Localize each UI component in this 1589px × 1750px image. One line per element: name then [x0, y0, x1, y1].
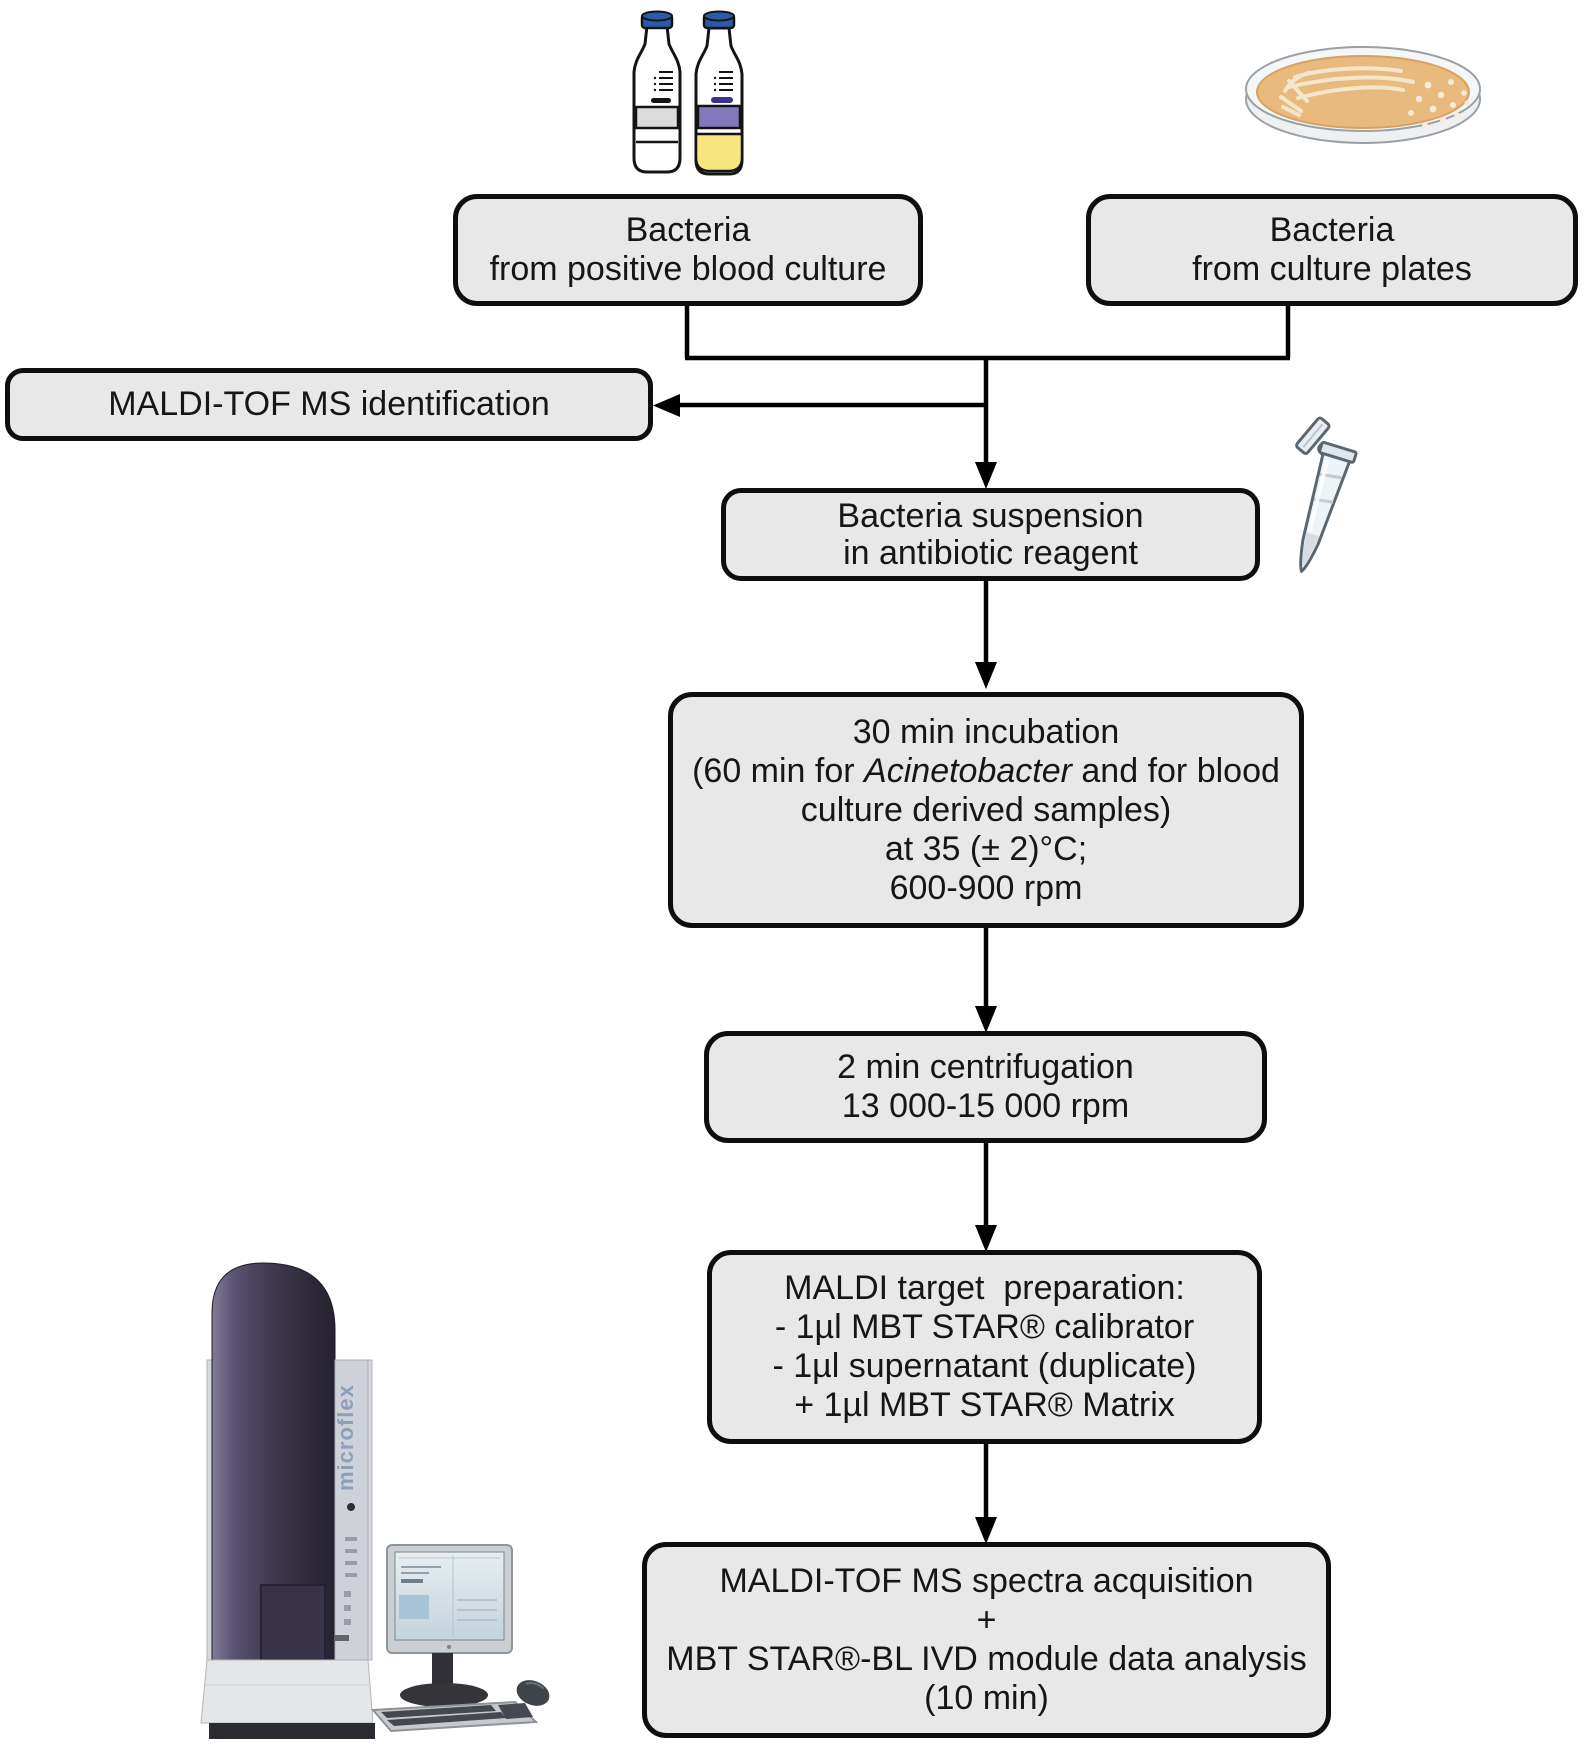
step-incubation: 30 min incubation (60 min for Acinetobac…	[668, 692, 1304, 928]
instrument-brand-label: microflex	[333, 1384, 358, 1491]
microcentrifuge-tube-icon	[1295, 416, 1358, 574]
instrument-base	[200, 1659, 374, 1724]
box-line: MBT STAR®-BL IVD module data analysis	[666, 1640, 1307, 1678]
box-line: Bacteria	[1269, 211, 1395, 249]
arrowhead-down-icon	[975, 1006, 997, 1033]
box-line: + 1µl MBT STAR® Matrix	[794, 1386, 1175, 1424]
box-line: Bacteria suspension	[837, 496, 1144, 535]
computer-monitor	[386, 1544, 513, 1707]
arrowheads	[653, 394, 997, 1544]
step-maldi-target-preparation: MALDI target preparation: - 1µl MBT STAR…	[707, 1250, 1262, 1444]
arrowhead-down-icon	[975, 1517, 997, 1544]
box-line: from culture plates	[1192, 250, 1472, 288]
bottle-left	[632, 10, 682, 174]
computer-mouse	[516, 1680, 550, 1706]
box-line: MALDI-TOF MS identification	[108, 385, 550, 423]
box-line: MALDI-TOF MS spectra acquisition	[719, 1562, 1254, 1600]
step-bacteria-suspension: Bacteria suspension in antibiotic reagen…	[721, 488, 1260, 581]
box-line: +	[976, 1601, 997, 1639]
arrowhead-down-icon	[975, 462, 997, 489]
step-spectra-acquisition-analysis: MALDI-TOF MS spectra acquisition + MBT S…	[642, 1542, 1331, 1738]
box-line: at 35 (± 2)°C;	[884, 829, 1088, 868]
box-line: (60 min for Acinetobacter and for blood	[692, 752, 1280, 791]
box-line-segment: and for blood	[1071, 751, 1280, 790]
computer-keyboard	[370, 1700, 539, 1733]
box-line: in antibiotic reagent	[843, 533, 1138, 572]
petri-dish-icon	[1245, 46, 1481, 144]
box-line: Bacteria	[625, 211, 751, 249]
connector-lines	[676, 305, 1291, 1521]
tube-body	[1299, 440, 1358, 574]
step-maldi-tof-identification: MALDI-TOF MS identification	[5, 368, 653, 441]
box-line: from positive blood culture	[489, 250, 887, 288]
box-line: (10 min)	[924, 1679, 1049, 1717]
bacteria-colonies	[1408, 79, 1470, 128]
box-line: - 1µl MBT STAR® calibrator	[774, 1308, 1195, 1346]
blood-culture-bottles-icon	[632, 10, 744, 176]
arrowhead-down-icon	[975, 662, 997, 689]
box-line: 2 min centrifugation	[837, 1048, 1134, 1086]
box-line: 13 000-15 000 rpm	[841, 1087, 1130, 1125]
arrowhead-left-icon	[653, 394, 680, 417]
genus-name-italic: Acinetobacter	[864, 751, 1072, 790]
sample-door	[260, 1584, 326, 1661]
step-centrifugation: 2 min centrifugation 13 000-15 000 rpm	[704, 1031, 1267, 1143]
box-line: 600-900 rpm	[889, 868, 1083, 907]
box-line: MALDI target preparation:	[784, 1269, 1185, 1307]
box-line-segment: (60 min for	[692, 751, 865, 790]
box-line: culture derived samples)	[800, 790, 1172, 829]
step-bacteria-from-blood-culture: Bacteria from positive blood culture	[453, 194, 923, 306]
box-line: - 1µl supernatant (duplicate)	[772, 1347, 1197, 1385]
maldi-tof-mass-spectrometer-icon: microflex	[200, 1262, 550, 1739]
bottle-right	[694, 10, 744, 176]
bacteria-streaks	[1279, 66, 1415, 117]
box-line: 30 min incubation	[852, 712, 1120, 751]
arrowhead-down-icon	[975, 1225, 997, 1252]
control-buttons	[344, 1537, 357, 1625]
tube-cap	[1295, 416, 1331, 455]
instrument-tower: microflex	[200, 1262, 375, 1739]
step-bacteria-from-culture-plates: Bacteria from culture plates	[1086, 194, 1578, 306]
